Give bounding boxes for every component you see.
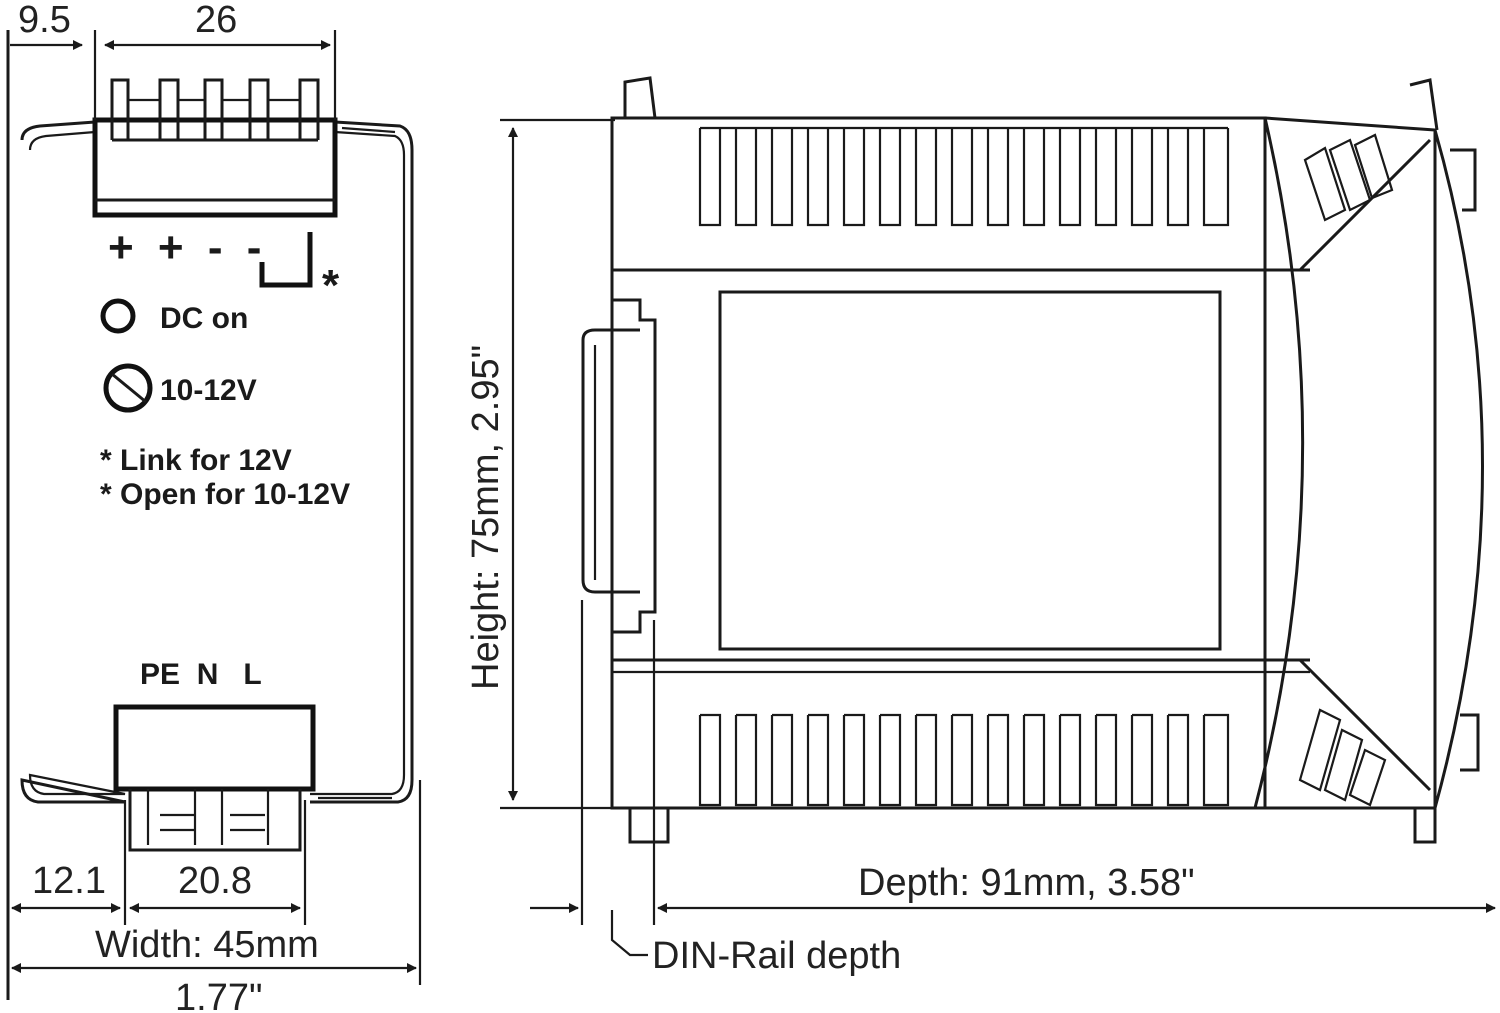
front-housing: [20, 120, 414, 804]
side-label-window: [718, 290, 1222, 651]
dim-din-rail-depth: DIN-Rail depth: [652, 935, 901, 977]
side-view: Height: 75mm, 2.95": [465, 76, 1496, 977]
output-terminal-block: [92, 117, 338, 218]
link-star: *: [322, 261, 340, 310]
polarity-label: + + - -: [108, 223, 267, 272]
dc-on-label: DC on: [160, 302, 248, 335]
open-note: * Open for 10-12V: [100, 478, 350, 511]
dim-width-inches: 1.77": [175, 977, 262, 1013]
dim-width: Width: 45mm: [95, 924, 319, 966]
dim-26: 26: [195, 0, 237, 41]
dc-on-led-icon: [100, 298, 136, 334]
dim-height: Height: 75mm, 2.95": [465, 345, 507, 690]
dim-20-8: 20.8: [178, 860, 252, 902]
front-view: * + + - - DC on 10-12V * Link for 12V * …: [6, 0, 422, 1013]
bottom-vent-slots: [698, 713, 1230, 807]
link-note: * Link for 12V: [100, 444, 292, 477]
voltage-adjust-label: 10-12V: [160, 374, 257, 407]
dim-12-1: 12.1: [32, 860, 106, 902]
input-terminal-labels: PE N L: [140, 658, 262, 691]
input-terminal-block: [113, 704, 316, 792]
dim-9-5: 9.5: [18, 0, 71, 41]
dim-depth: Depth: 91mm, 3.58": [858, 862, 1195, 904]
link-jumper-icon: [259, 232, 313, 288]
top-vent-slots: [698, 126, 1230, 227]
voltage-adjust-potentiometer-icon: [103, 363, 153, 413]
din-rail: [612, 298, 657, 634]
